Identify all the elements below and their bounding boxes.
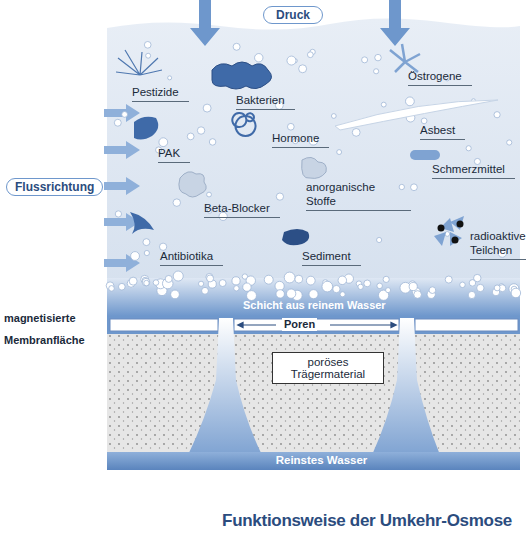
contaminant-label: Asbest [420,124,465,140]
support-box: poröses Trägermaterial [272,352,384,384]
part-label: Schicht aus reinem Wasser [243,299,386,312]
contaminant-label: Beta-Blocker [204,202,280,218]
contaminant-label: anorganische Stoffe [306,181,411,211]
contaminant-label: Antibiotika [160,250,223,266]
flow-pill: Flussrichtung [6,178,103,196]
diagram-title: Funktionsweise der Umkehr-Osmose [222,511,512,531]
contaminant-label: PAK [158,147,190,163]
pressure-pill: Druck [263,6,323,24]
node-text: Reinstes Wasser [107,454,526,466]
contaminant-label: radioaktive Teilchen [470,230,526,260]
node-text: Druck [276,8,310,22]
part-label: magnetisierte Membranfläche [4,307,104,351]
contaminant-label: Bakterien [236,94,295,110]
node-text: Flussrichtung [15,180,94,194]
node-text: poröses Trägermaterial [279,356,377,380]
part-label: Poren [282,318,317,331]
contaminant-label: Östrogene [408,70,472,86]
contaminant-label: Pestizide [132,86,189,102]
pure-water-band: Reinstes Wasser [107,452,526,470]
contaminant-label: Sediment [302,250,361,266]
contaminant-label: Hormone [272,132,329,148]
contaminant-label: Schmerzmittel [432,163,515,179]
